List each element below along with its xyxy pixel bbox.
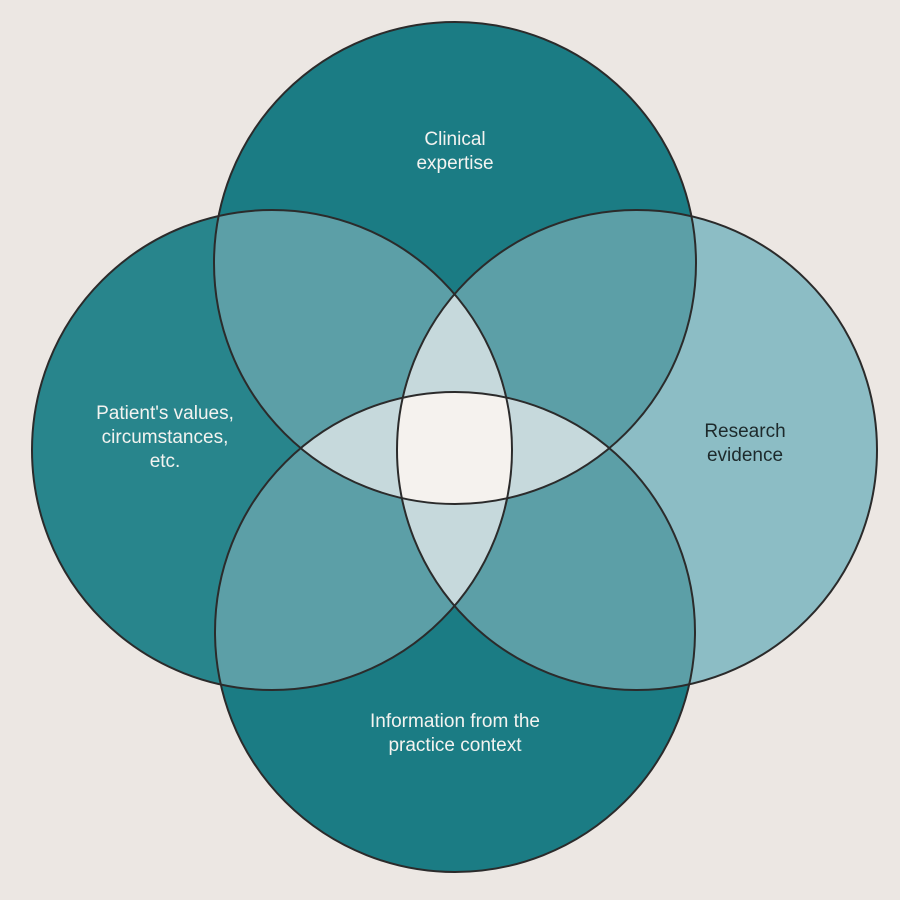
label-line: practice context — [388, 735, 522, 756]
label-line: Patient's values, — [96, 403, 234, 424]
label-line: Information from the — [369, 711, 541, 732]
label-patient-values: Patient's values, circumstances, etc. — [50, 402, 280, 474]
label-line: evidence — [706, 445, 784, 466]
label-line: etc. — [149, 451, 181, 472]
label-research-evidence: Research evidence — [655, 420, 835, 468]
label-line: expertise — [416, 153, 494, 174]
label-clinical-expertise: Clinical expertise — [355, 128, 555, 176]
label-line: circumstances, — [101, 427, 229, 448]
label-line: Research — [704, 421, 786, 442]
label-line: Clinical — [424, 129, 486, 150]
label-practice-context: Information from the practice context — [320, 710, 590, 758]
